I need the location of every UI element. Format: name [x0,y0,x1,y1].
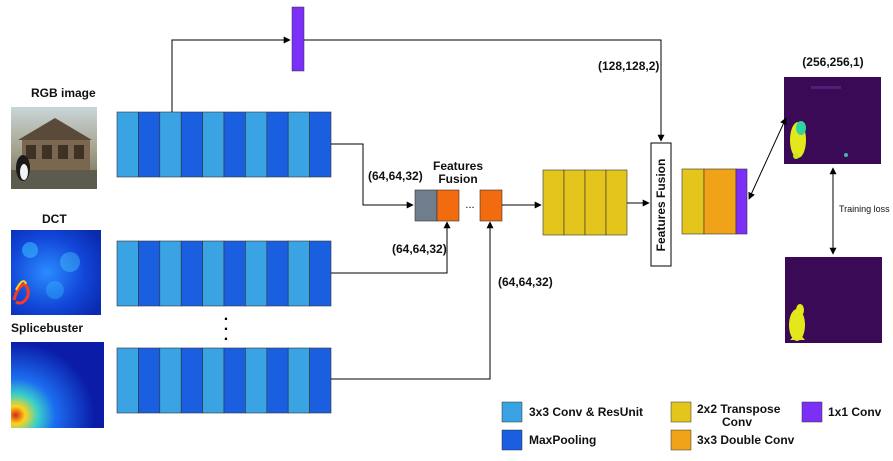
rgb-encoder-block [159,111,182,178]
skip-dim-label: (128,128,2) [598,59,659,73]
dct-encoder-block [180,240,203,307]
splicebuster-encoder-stack [116,347,332,414]
splicebuster-label: Splicebuster [11,321,83,335]
dct-encoder-block [116,240,139,307]
predicted-mask [784,77,881,164]
rgb-to-fusion-arrow [331,143,414,209]
fusion2-label: Features Fusion [654,159,668,252]
rgb-branch-dim: (64,64,32) [368,169,423,183]
final-1x1-conv-block [735,168,748,235]
rgb-encoder-block [266,111,289,178]
rgb-encoder-block [202,111,225,178]
fusion1-orange-block-1 [436,189,460,222]
vertical-ellipsis-dot-2: . [224,317,228,334]
dct-encoder-block [138,240,161,307]
rgb-encoder-stack [116,111,332,178]
dct-encoder-block [309,240,332,307]
splice-encoder-block [223,347,246,414]
transpose-conv-block [584,169,607,236]
transpose-conv-stack [542,169,628,236]
rgb-image [11,107,97,189]
legend-maxpool-text: MaxPooling [529,433,596,447]
splice-branch-dim: (64,64,32) [498,275,553,289]
rgb-encoder-block [223,111,246,178]
dct-encoder-block [223,240,246,307]
skip-arrow-out [304,39,665,142]
splice-encoder-block [287,347,310,414]
fusion1-ellipsis: ... [465,199,474,211]
vertical-ellipsis-dot-3: . [224,327,228,344]
splice-encoder-block [309,347,332,414]
legend: 3x3 Conv & ResUnit MaxPooling 2x2 Transp… [501,401,882,451]
transpose-conv-block [563,169,586,236]
dct-encoder-block [287,240,310,307]
training-loss-label: Training loss [839,204,890,214]
legend-transpose-text-2: Conv [722,415,752,429]
output-link-arrow [748,117,787,200]
rgb-encoder-block [116,111,139,178]
rgb-encoder-block [180,111,203,178]
dct-encoder-block [266,240,289,307]
legend-transpose-text-1: 2x2 Transpose [697,402,781,416]
splice-encoder-block [245,347,268,414]
fusion1-orange-block-2 [479,189,503,222]
skip-arrow-in [171,36,291,112]
rgb-encoder-block [138,111,161,178]
vertical-ellipsis-dot-1: . [224,307,228,324]
splice-encoder-block [266,347,289,414]
dct-branch-dim: (64,64,32) [392,242,447,256]
legend-double-conv-swatch [670,429,692,451]
legend-1x1-conv-swatch [801,401,823,423]
rgb-image-label: RGB image [31,86,96,100]
splicebuster-image [11,342,104,428]
output-dim-label: (256,256,1) [802,55,863,69]
legend-conv-resunit-text: 3x3 Conv & ResUnit [529,405,643,419]
fusion1-gray-block [414,189,438,222]
dct-encoder-block [202,240,225,307]
dct-encoder-stack [116,240,332,307]
fusion1-title-line1: Features [433,159,483,173]
final-transpose-block [681,168,705,235]
legend-1x1-conv-text: 1x1 Conv [828,405,882,419]
dct-to-fusion-arrow [331,221,451,274]
splice-encoder-block [116,347,139,414]
splice-to-fusion-arrow [331,221,494,380]
final-double-conv-block [703,168,737,235]
legend-conv-resunit-swatch [501,401,523,423]
splice-encoder-block [202,347,225,414]
fusion1-title-line2: Fusion [438,172,477,186]
dct-encoder-block [245,240,268,307]
legend-transpose-swatch [670,401,692,423]
dct-encoder-block [159,240,182,307]
transpose-conv-block [605,169,628,236]
fusion2-box [650,142,672,267]
legend-double-conv-text: 3x3 Double Conv [697,433,795,447]
skip-1x1-conv-block [291,6,305,72]
transpose-conv-block [542,169,565,236]
rgb-encoder-block [309,111,332,178]
ground-truth-mask [785,257,882,343]
splice-encoder-block [180,347,203,414]
rgb-encoder-block [287,111,310,178]
dct-label: DCT [42,212,67,226]
legend-maxpool-swatch [501,429,523,451]
splice-encoder-block [138,347,161,414]
dct-image [11,230,101,315]
rgb-encoder-block [245,111,268,178]
splice-encoder-block [159,347,182,414]
